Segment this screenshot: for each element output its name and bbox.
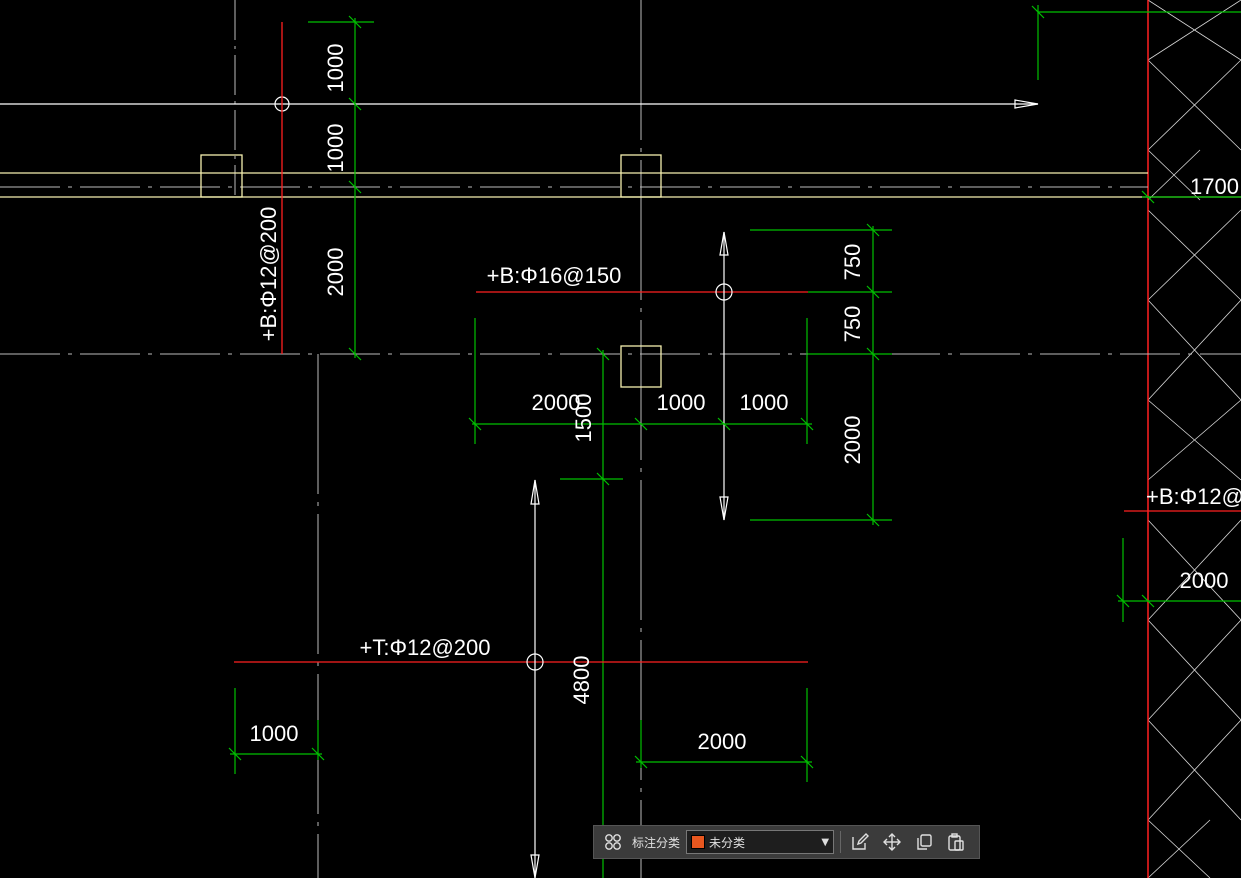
- dim-center-vertical: [560, 347, 623, 878]
- dim-text-center-2000: 2000: [532, 390, 581, 415]
- category-swatch: [691, 835, 706, 849]
- top-rebar-arrow: [0, 99, 1039, 109]
- dim-text-right-750a: 750: [840, 244, 865, 281]
- dim-text-top-2: 1000: [323, 124, 348, 173]
- annotation-toolbar: 标注分类 未分类 ▼: [593, 825, 980, 859]
- dim-text-top-1: 1000: [323, 44, 348, 93]
- dim-center: [468, 318, 814, 444]
- dim-text-right-750b: 750: [840, 306, 865, 343]
- dim-text-center-1000a: 1000: [657, 390, 706, 415]
- rebar-label-center: +B:Φ16@150: [487, 263, 622, 288]
- beam-outline: [0, 154, 1241, 388]
- dim-text-left-vertical: 2000: [323, 248, 348, 297]
- toolbar-divider: [840, 831, 842, 853]
- dim-bottom-center: [634, 688, 814, 782]
- dim-right: [750, 223, 892, 527]
- move-icon[interactable]: [879, 829, 905, 855]
- dim-bottom-left: [228, 688, 325, 774]
- dim-text-bottom-4800: 4800: [569, 656, 594, 705]
- dim-far-right-top: [1031, 5, 1241, 204]
- dim-far-right-lower: [1116, 538, 1241, 622]
- copy-icon[interactable]: [911, 829, 937, 855]
- toolbar-label: 标注分类: [632, 835, 681, 850]
- hatch-region: [1147, 0, 1241, 878]
- rebar-label-bottom: +T:Φ12@200: [359, 635, 490, 660]
- dim-left: [308, 15, 374, 361]
- rebar-label-far-right: +B:Φ12@2: [1146, 484, 1241, 509]
- rebar-label-left: +B:Φ12@200: [256, 207, 281, 342]
- dim-text-center-1000b: 1000: [740, 390, 789, 415]
- dim-text-bottom-2000: 2000: [698, 729, 747, 754]
- paste-icon[interactable]: [943, 829, 969, 855]
- grid-icon[interactable]: [600, 829, 626, 855]
- category-selected: 未分类: [709, 835, 746, 850]
- category-select[interactable]: 未分类 ▼: [686, 830, 835, 854]
- rebar-node-center: [715, 283, 733, 301]
- dim-text-right-2000: 2000: [840, 416, 865, 465]
- rebar-node-bottom: [526, 653, 544, 671]
- chevron-down-icon: ▼: [821, 836, 830, 848]
- dim-text-bottom-1000: 1000: [250, 721, 299, 746]
- dim-text-far-right-2000: 2000: [1180, 568, 1229, 593]
- edit-icon[interactable]: [847, 829, 873, 855]
- dim-text-center-1500: 1500: [571, 394, 596, 443]
- bottom-vertical-arrow: [530, 479, 540, 878]
- center-vertical-arrow: [719, 231, 729, 521]
- dim-text-far-right-1700: 1700: [1190, 174, 1239, 199]
